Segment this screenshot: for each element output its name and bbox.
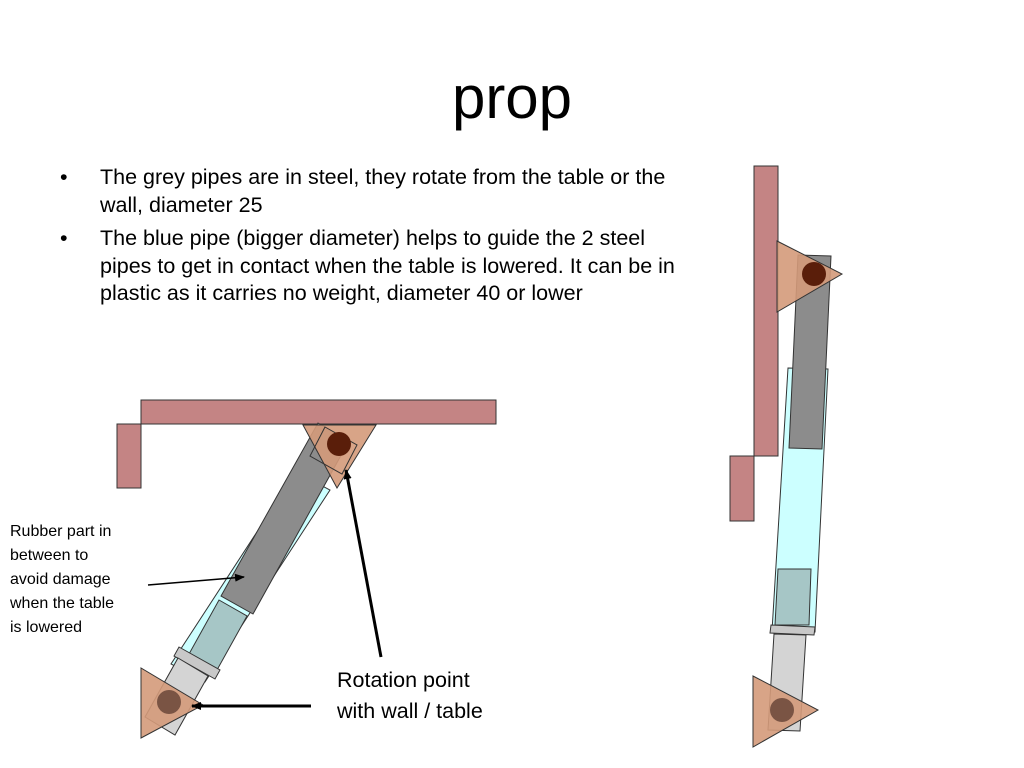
wall-block-left: [116, 423, 142, 489]
rubber-arrow: [147, 573, 245, 586]
pivot-dot-lower-right: [770, 698, 794, 722]
pivot-triangle-table: [302, 424, 377, 489]
overlap-section-right: [774, 568, 812, 626]
wall-block-right: [729, 455, 755, 522]
steel-pipe-upper-right: [788, 254, 832, 450]
bullet-list: • The grey pipes are in steel, they rota…: [60, 164, 680, 314]
rotation-annotation: Rotation point with wall / table: [337, 668, 483, 723]
pivot-dot-wall: [157, 690, 181, 714]
bullet-item: • The grey pipes are in steel, they rota…: [60, 164, 680, 219]
rubber-annotation: Rubber part in between to avoid damage w…: [10, 523, 115, 636]
bullet-marker: •: [60, 226, 68, 250]
rubber-ring-right: [769, 624, 816, 636]
table-top: [140, 399, 497, 425]
pivot-dot-table: [327, 432, 351, 456]
rotation-arrow-table: [343, 469, 383, 658]
slide-title: prop: [451, 64, 573, 131]
wall-tall-right: [753, 165, 779, 457]
bullet-text: The blue pipe (bigger diameter) helps to…: [100, 226, 675, 305]
rubber-ring-left: [173, 646, 221, 680]
bullet-marker: •: [60, 165, 68, 189]
pivot-dot-wall-top: [802, 262, 826, 286]
bullet-item: • The blue pipe (bigger diameter) helps …: [60, 225, 680, 308]
bullet-text: The grey pipes are in steel, they rotate…: [100, 165, 666, 217]
